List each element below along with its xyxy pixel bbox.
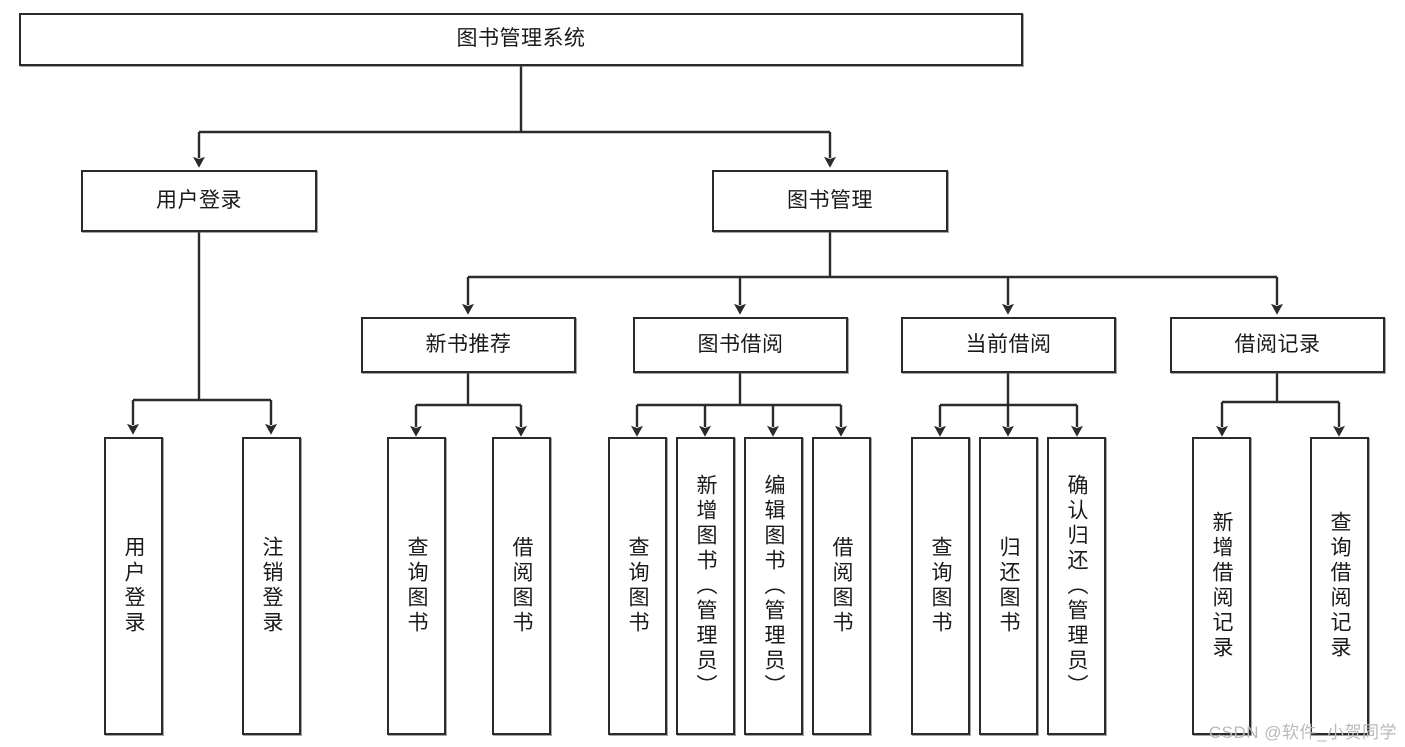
node-label: 新书推荐 (425, 332, 512, 356)
node-label: 查询借阅记录 (1328, 511, 1351, 661)
node-borrowing-record[interactable]: 借阅记录 (1170, 317, 1385, 373)
node-user-login[interactable]: 用户登录 (81, 170, 317, 232)
node-label: 查询图书 (405, 536, 428, 636)
node-new-book-recommendation[interactable]: 新书推荐 (361, 317, 576, 373)
node-label: 新增借阅记录 (1210, 511, 1233, 661)
node-label: 编辑图书（管理员） (762, 473, 785, 699)
csdn-watermark: CSDN @软件_小贺同学 (1208, 723, 1397, 742)
node-label: 借阅记录 (1234, 332, 1321, 356)
node-label: 借阅图书 (510, 536, 533, 636)
leaf-return-book[interactable]: 归还图书 (979, 437, 1038, 735)
leaf-confirm-return-admin[interactable]: 确认归还（管理员） (1047, 437, 1106, 735)
node-label: 新增图书（管理员） (694, 473, 717, 699)
leaf-query-book-recommend[interactable]: 查询图书 (387, 437, 446, 735)
leaf-user-login[interactable]: 用户登录 (104, 437, 163, 735)
node-label: 图书管理 (787, 188, 873, 212)
leaf-query-book-current[interactable]: 查询图书 (911, 437, 970, 735)
node-label: 借阅图书 (830, 536, 853, 636)
leaf-query-borrow-record[interactable]: 查询借阅记录 (1310, 437, 1369, 735)
node-label: 查询图书 (626, 536, 649, 636)
node-label: 用户登录 (156, 188, 242, 212)
node-label: 归还图书 (997, 536, 1020, 636)
node-label: 用户登录 (122, 536, 145, 636)
leaf-query-book-borrow[interactable]: 查询图书 (608, 437, 667, 735)
leaf-add-book-admin[interactable]: 新增图书（管理员） (676, 437, 735, 735)
node-label: 当前借阅 (965, 332, 1052, 356)
node-label: 确认归还（管理员） (1065, 473, 1088, 699)
leaf-borrow-book[interactable]: 借阅图书 (812, 437, 871, 735)
node-label: 注销登录 (260, 536, 283, 636)
leaf-add-borrow-record[interactable]: 新增借阅记录 (1192, 437, 1251, 735)
node-current-borrowing[interactable]: 当前借阅 (901, 317, 1116, 373)
node-label: 图书管理系统 (456, 27, 586, 51)
node-label: 查询图书 (929, 536, 952, 636)
node-book-management[interactable]: 图书管理 (712, 170, 948, 232)
leaf-borrow-book-recommend[interactable]: 借阅图书 (492, 437, 551, 735)
leaf-logout-login[interactable]: 注销登录 (242, 437, 301, 735)
leaf-edit-book-admin[interactable]: 编辑图书（管理员） (744, 437, 803, 735)
node-root-library-management-system[interactable]: 图书管理系统 (19, 13, 1023, 66)
node-book-borrowing[interactable]: 图书借阅 (633, 317, 848, 373)
node-label: 图书借阅 (697, 332, 784, 356)
